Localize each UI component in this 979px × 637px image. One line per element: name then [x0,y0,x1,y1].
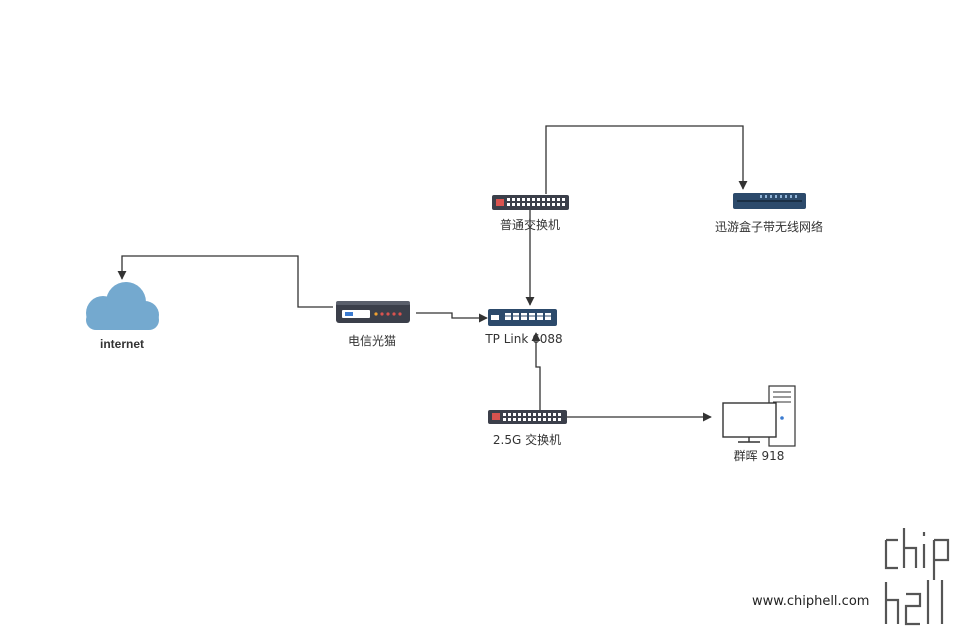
switch-2-5g-label: 2.5G 交换机 [492,433,562,447]
router-icon [488,309,557,326]
chiphell-logo [882,528,952,628]
normal-switch-label: 普通交换机 [499,218,561,232]
xunyou-box-icon [733,193,806,209]
modem-label: 电信光猫 [347,334,397,348]
connector-modem-to-internet [117,255,333,308]
connector-2-5g-to-router [531,332,541,410]
nas-label: 群晖 918 [733,449,785,463]
connector-switch-to-xunyou [545,125,748,194]
cloud-icon [86,282,159,330]
internet-label: internet [99,337,145,351]
modem-icon [336,301,410,323]
router-label: TP Link 6088 [485,332,563,346]
switch-2-5g-icon [488,410,567,424]
nas-computer-icon [722,385,796,447]
connectors [117,125,748,422]
switch-icon [492,195,569,210]
connector-modem-to-router [416,312,488,323]
xunyou-box-label: 迅游盒子带无线网络 [714,220,824,234]
watermark-site: www.chiphell.com [752,594,870,609]
